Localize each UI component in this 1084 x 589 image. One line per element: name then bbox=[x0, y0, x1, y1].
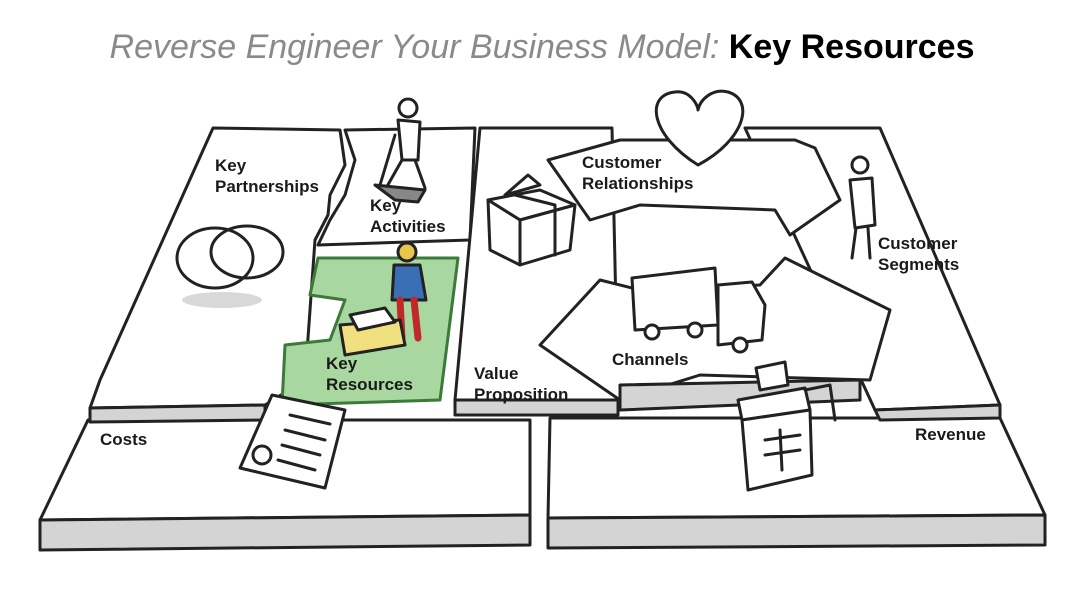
costs-label: Costs bbox=[100, 429, 147, 450]
page-title: Reverse Engineer Your Business Model: Ke… bbox=[0, 28, 1084, 67]
key-resources-line-1: Key bbox=[326, 354, 358, 373]
rings-icon bbox=[175, 224, 285, 308]
customer-segments-label: Customer Segments bbox=[878, 233, 959, 275]
key-resources-label: Key Resources bbox=[326, 353, 413, 395]
value-proposition-line-2: Proposition bbox=[474, 385, 569, 404]
value-proposition-line-1: Value bbox=[474, 364, 519, 383]
key-activities-line-1: Key bbox=[370, 196, 402, 215]
value-proposition-label: Value Proposition bbox=[474, 363, 568, 405]
gift-box-icon bbox=[486, 173, 577, 267]
revenue-label: Revenue bbox=[915, 424, 986, 445]
channels-line-1: Channels bbox=[612, 350, 689, 369]
customer-segments-line-2: Segments bbox=[878, 255, 960, 274]
worker-shovel-icon bbox=[373, 97, 427, 204]
customer-relationships-label: Customer Relationships bbox=[582, 152, 693, 194]
customer-segments-line-1: Customer bbox=[878, 234, 958, 253]
cash-register-icon bbox=[736, 360, 837, 492]
customer-relationships-line-1: Customer bbox=[582, 153, 662, 172]
customer-relationships-line-2: Relationships bbox=[582, 174, 694, 193]
key-partnerships-line-2: Partnerships bbox=[215, 177, 319, 196]
heart-icon bbox=[654, 89, 745, 167]
person-standing-icon bbox=[848, 155, 877, 260]
key-partnerships-label: Key Partnerships bbox=[215, 155, 319, 197]
channels-arrow bbox=[538, 256, 892, 412]
key-partnerships-line-1: Key bbox=[215, 156, 247, 175]
costs-line-1: Costs bbox=[100, 430, 148, 449]
key-resources-line-2: Resources bbox=[326, 375, 413, 394]
delivery-truck-icon bbox=[630, 266, 767, 354]
revenue-line-1: Revenue bbox=[915, 425, 986, 444]
key-activities-label: Key Activities bbox=[370, 195, 446, 237]
key-activities-line-2: Activities bbox=[370, 217, 446, 236]
title-lead: Reverse Engineer Your Business Model: bbox=[109, 28, 720, 66]
title-highlight: Key Resources bbox=[728, 28, 975, 66]
bill-icon bbox=[238, 393, 347, 490]
person-desk-icon bbox=[338, 241, 428, 357]
channels-label: Channels bbox=[612, 349, 689, 370]
